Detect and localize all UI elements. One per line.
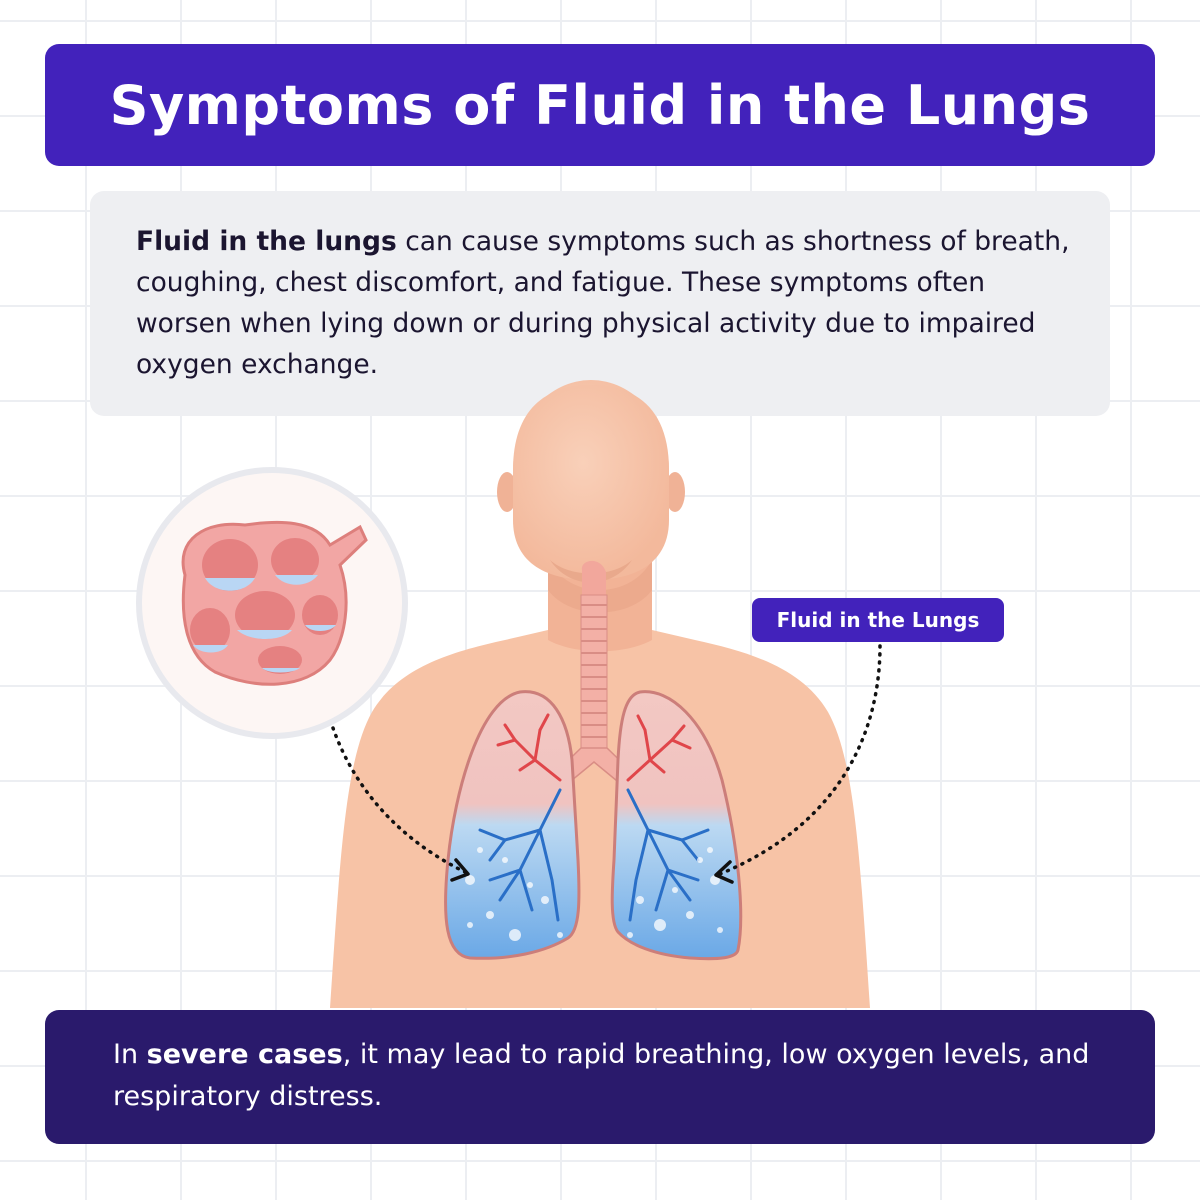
bottom-bold: severe cases <box>146 1039 343 1070</box>
right-arrow-head <box>714 860 734 884</box>
intro-bold: Fluid in the lungs <box>136 226 397 257</box>
lungs-illustration <box>444 690 743 961</box>
fluid-label-text: Fluid in the Lungs <box>776 608 980 632</box>
bottom-suffix: , it may lead to rapid breathing, low ox… <box>113 1039 1090 1112</box>
bottom-box: In severe cases, it may lead to rapid br… <box>45 1010 1155 1144</box>
intro-text: can cause symptoms such as shortness of … <box>136 226 1070 380</box>
page-title: Symptoms of Fluid in the Lungs <box>109 73 1091 137</box>
title-banner: Symptoms of Fluid in the Lungs <box>45 44 1155 166</box>
bottom-prefix: In <box>113 1039 147 1070</box>
alveoli-icon <box>136 467 408 739</box>
right-dotted-arrow <box>718 644 882 876</box>
fluid-label: Fluid in the Lungs <box>752 598 1004 642</box>
left-arrow-head <box>450 858 470 882</box>
left-dotted-arrow <box>331 726 467 874</box>
intro-box: Fluid in the lungs can cause symptoms su… <box>90 191 1110 416</box>
